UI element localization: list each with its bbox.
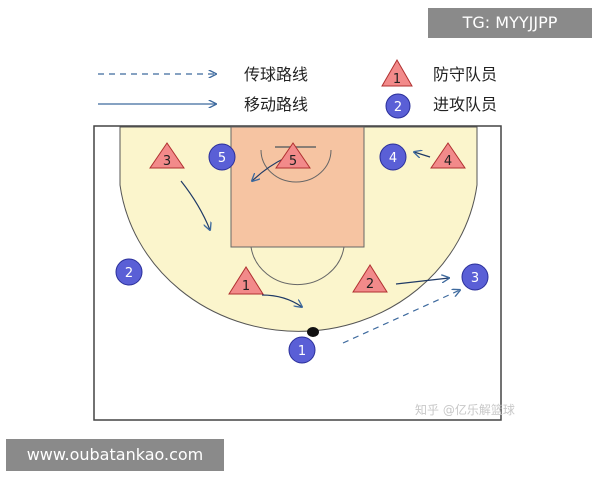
move-route-3 (180, 180, 210, 230)
attacker-1-number: 1 (298, 344, 306, 359)
defender-4-number: 4 (444, 154, 452, 169)
defender-2: 2 (352, 264, 388, 293)
attacker-2-number: 2 (125, 266, 133, 281)
attacker-3-number: 3 (471, 271, 479, 286)
pass-route-label: 传球路线 (244, 65, 308, 84)
defender-1: 1 (228, 266, 264, 295)
move-route-label: 移动路线 (244, 95, 308, 114)
attacker-2: 2 (115, 258, 143, 286)
paint (230, 126, 365, 248)
bottom-watermark: www.oubatankao.com (6, 439, 224, 471)
attacker-legend-icon: 2 (385, 93, 411, 119)
defender-5: 5 (275, 142, 311, 169)
defender-1-number: 1 (242, 279, 250, 294)
defender-2-number: 2 (366, 277, 374, 292)
defender-5-number: 5 (289, 154, 297, 169)
move-route-2 (395, 278, 449, 285)
move-route-4 (414, 152, 431, 157)
free-throw-circle (250, 246, 345, 286)
defender-legend-number: 1 (393, 72, 401, 87)
restricted-arc (260, 149, 332, 183)
top-watermark: TG: MYYJJPP (428, 8, 592, 38)
attacker-label: 进攻队员 (433, 95, 497, 114)
defender-3: 3 (149, 142, 185, 169)
defender-4: 4 (430, 142, 466, 169)
ball (307, 327, 319, 337)
defender-legend-icon: 1 (381, 58, 413, 87)
attacker-3: 3 (461, 263, 489, 291)
zhihu-watermark: 知乎 @亿乐解篮球 (415, 402, 515, 417)
attacker-5-number: 5 (218, 151, 226, 166)
attacker-4-number: 4 (389, 151, 397, 166)
defender-label: 防守队员 (433, 65, 497, 84)
attacker-legend-number: 2 (394, 100, 402, 115)
attacker-4: 4 (379, 143, 407, 171)
move-route-1 (261, 294, 302, 307)
defender-3-number: 3 (163, 154, 171, 169)
attacker-5: 5 (208, 143, 236, 171)
attacker-1: 1 (288, 336, 316, 364)
